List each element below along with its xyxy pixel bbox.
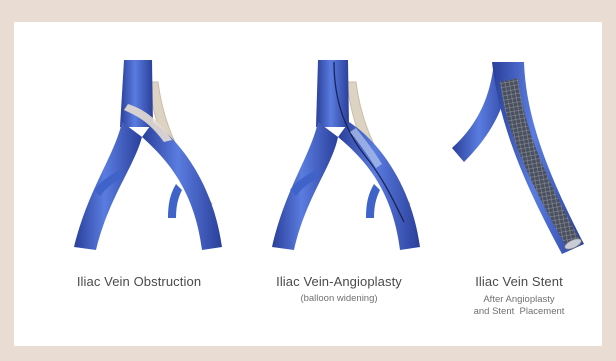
stent-vein-illustration: [434, 22, 604, 262]
right-iliac-vein: [142, 122, 222, 250]
panel-stent: Iliac Vein Stent After Angioplasty and S…: [434, 22, 604, 346]
panel-angioplasty: Iliac Vein-Angioplasty (balloon widening…: [254, 22, 424, 346]
panel-obstruction: Iliac Vein Obstruction: [54, 22, 224, 346]
panel-title: Iliac Vein Obstruction: [54, 274, 224, 289]
panel-subtitle: (balloon widening): [254, 293, 424, 305]
panel-subtitle-line2: and Stent Placement: [434, 306, 604, 318]
obstruction-vein-illustration: [54, 22, 224, 262]
panel-subtitle-line1: After Angioplasty: [434, 294, 604, 306]
panel-title: Iliac Vein-Angioplasty: [254, 274, 424, 289]
vena-cava: [316, 60, 349, 127]
angioplasty-vein-illustration: [254, 22, 424, 262]
panel-title: Iliac Vein Stent: [434, 274, 604, 289]
diagram-card: Iliac Vein Obstruction Iliac Vein-Angiop…: [14, 22, 602, 346]
right-iliac-vein: [338, 122, 420, 250]
